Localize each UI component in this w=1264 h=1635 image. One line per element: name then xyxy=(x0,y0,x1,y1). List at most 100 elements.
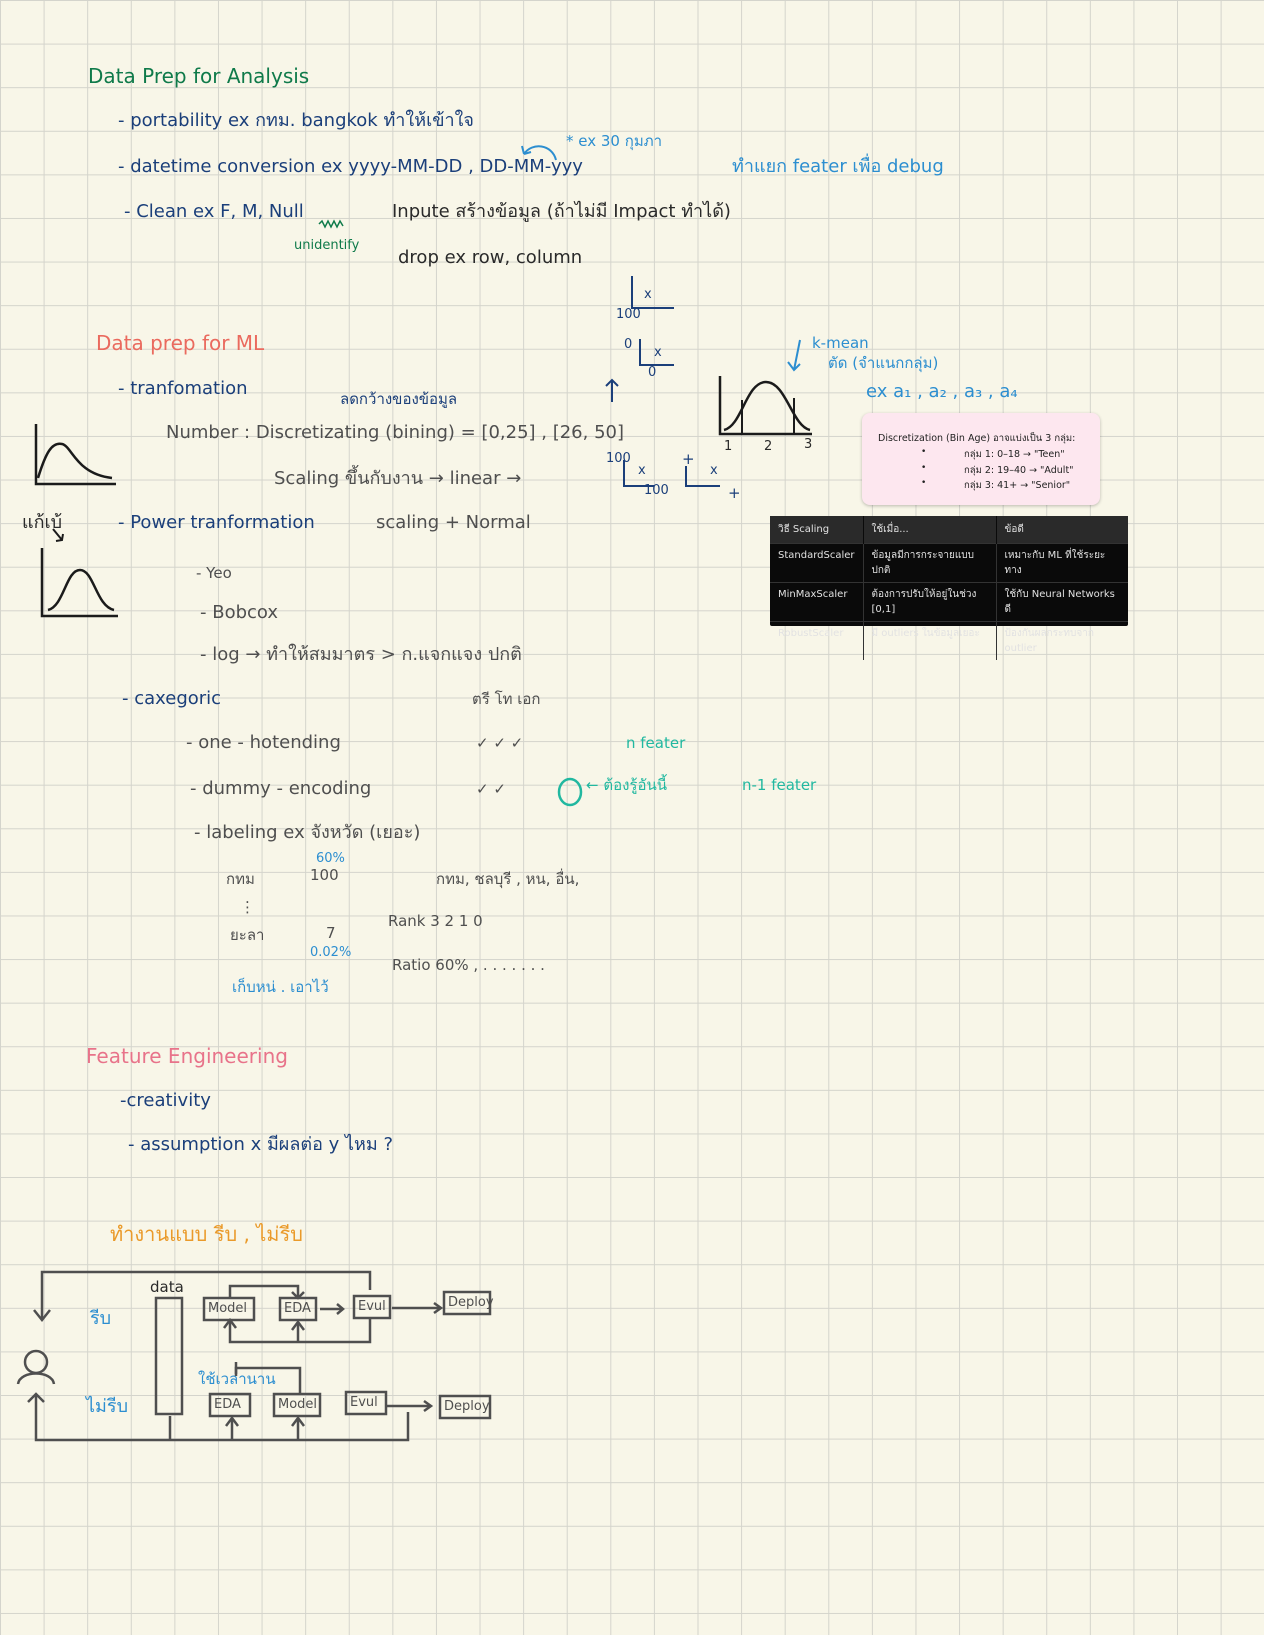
section-title-feature-engineering: Feature Engineering xyxy=(86,1044,288,1068)
onehot-checks: ✓ ✓ ✓ xyxy=(476,734,524,752)
box-deploy-row2: Deploy xyxy=(444,1399,490,1414)
axis-x-label-3: x xyxy=(638,463,646,478)
note-quantiles: ex a₁ , a₂ , a₃ , a₄ xyxy=(866,381,1018,402)
note-must-know: ← ต้องรู้อันนี้ xyxy=(586,776,667,794)
note-fix-skew: แก้เบ้ xyxy=(22,512,63,533)
box-model-row1: Model xyxy=(208,1301,248,1316)
note-yeo: - Yeo xyxy=(196,564,232,582)
section-title-ml: Data prep for ML xyxy=(96,331,265,355)
note-ratio: Ratio 60% , . . . . . . . xyxy=(392,956,545,974)
table-cell: ใช้กับ Neural Networks ดี xyxy=(996,582,1128,622)
empty-circle-icon xyxy=(557,777,583,807)
table-cell: RobustScaler xyxy=(770,621,864,660)
note-star-example: * ex 30 กุมภา xyxy=(566,132,663,150)
table-cell: ข้อมูลมีการกระจายแบบปกติ xyxy=(863,543,997,583)
table-header-row: วิธี Scaling ใช้เมื่อ... ข้อดี xyxy=(770,516,1128,544)
axis-0-label-2: 0 xyxy=(648,365,657,380)
note-datetime: - datetime conversion ex yyyy-MM-DD , DD… xyxy=(118,156,583,177)
box-deploy-row1: Deploy xyxy=(448,1295,494,1310)
axis-x-label: x xyxy=(644,287,652,302)
note-assumption: - assumption x มีผลต่อ y ไหม ? xyxy=(128,1134,394,1155)
note-val7: 7 xyxy=(326,924,336,942)
table-cell: StandardScaler xyxy=(770,543,864,583)
box-evul-row1: Evul xyxy=(358,1299,386,1314)
note-takes-long: ใช้เวลานาน xyxy=(198,1370,276,1388)
note-creativity: -creativity xyxy=(120,1090,211,1111)
scaling-methods-table: วิธี Scaling ใช้เมื่อ... ข้อดี StandardS… xyxy=(770,516,1128,660)
note-onehot: - one - hotending xyxy=(186,732,341,753)
list-item: กลุ่ม 2: 19–40 → "Adult" xyxy=(862,463,1100,479)
bin-tick-2: 2 xyxy=(764,439,773,454)
note-rank: Rank 3 2 1 0 xyxy=(388,912,483,930)
squiggle-underline-icon xyxy=(318,219,344,229)
curved-arrow-icon xyxy=(521,145,557,161)
label-rush: รีบ xyxy=(90,1308,112,1329)
note-boxcox: - Bobcox xyxy=(200,602,279,623)
note-reduce-width: ลดกว้างของข้อมูล xyxy=(340,390,458,408)
discretization-card-title: Discretization (Bin Age) อาจแบ่งเป็น 3 ก… xyxy=(878,433,1076,444)
note-portability: - portability ex กทม. bangkok ทำให้เข้าใ… xyxy=(118,110,474,131)
axis-100-label: 100 xyxy=(616,307,641,322)
note-yala: ยะลา xyxy=(230,926,265,944)
note-n1-feature: n-1 feater xyxy=(742,776,817,794)
note-keep-unit: เก็บหน่ . เอาไว้ xyxy=(232,978,329,996)
axis-x-label-4: x xyxy=(710,463,718,478)
section-title-workflow: ทำงานแบบ รีบ , ไม่รีบ xyxy=(110,1222,303,1246)
plus-mark-2: + xyxy=(728,484,741,502)
note-degrees: ตรี โท เอก xyxy=(472,690,541,708)
list-item: กลุ่ม 1: 0–18 → "Teen" xyxy=(862,447,1100,463)
scaling-axis-sketch-mid xyxy=(639,339,674,366)
table-cell: ป้องกันผลกระทบจาก outlier xyxy=(996,621,1128,660)
note-60pct: 60% xyxy=(316,851,345,866)
table-row: StandardScaler ข้อมูลมีการกระจายแบบปกติ … xyxy=(770,543,1128,583)
person-icon xyxy=(16,1349,56,1385)
table-row: RobustScaler มี outliers ในข้อมูลเยอะ ป้… xyxy=(770,621,1128,660)
table-row: MinMaxScaler ต้องการปรับให้อยู่ในช่วง [0… xyxy=(770,582,1128,622)
table-cell: ต้องการปรับให้อยู่ในช่วง [0,1] xyxy=(863,582,997,622)
table-header-method: วิธี Scaling xyxy=(770,516,864,544)
section-title-analysis: Data Prep for Analysis xyxy=(88,64,310,88)
note-separate-feature: ทำแยก feater เพื่อ debug xyxy=(732,156,944,177)
table-header-benefit: ข้อดี xyxy=(996,516,1128,544)
note-002pct: 0.02% xyxy=(310,945,352,960)
down-arrow-icon xyxy=(787,339,801,372)
note-transformation: - tranfomation xyxy=(118,378,248,399)
vertical-dots: ⋮ xyxy=(240,898,255,916)
note-power-transformation: - Power tranformation xyxy=(118,512,315,533)
note-bkk: กทม xyxy=(226,870,255,888)
note-provinces: กทม, ชลบุรี , หน, อื่น, xyxy=(436,870,580,888)
table-cell: เหมาะกับ ML ที่ใช้ระยะทาง xyxy=(996,543,1128,583)
table-cell: มี outliers ในข้อมูลเยอะ xyxy=(863,621,997,660)
note-val100: 100 xyxy=(310,866,339,884)
discretization-card: Discretization (Bin Age) อาจแบ่งเป็น 3 ก… xyxy=(862,413,1100,505)
table-header-when: ใช้เมื่อ... xyxy=(863,516,997,544)
label-no-rush: ไม่รีบ xyxy=(86,1396,129,1417)
axis-0-label: 0 xyxy=(624,337,633,352)
box-evul-row2: Evul xyxy=(350,1395,378,1410)
skewed-curve-sketch xyxy=(34,424,116,486)
binned-bell-curve-sketch xyxy=(718,376,812,436)
box-eda-row2: EDA xyxy=(214,1397,241,1412)
axis-100-label-3: 100 xyxy=(644,483,669,498)
note-scaling: Scaling ขึ้นกับงาน → linear → xyxy=(274,468,522,489)
box-model-row2: Model xyxy=(278,1397,318,1412)
note-n-feature: n feater xyxy=(626,734,686,752)
scaling-axis-sketch-linear xyxy=(623,460,720,487)
plus-mark: + xyxy=(682,450,695,468)
note-kmean-split: ตัด (จำแนกกลุ่ม) xyxy=(828,354,939,372)
note-impute: Inpute สร้างข้อมูล (ถ้าไม่มี Impact ทำได… xyxy=(392,201,731,222)
label-data: data xyxy=(150,1278,184,1296)
note-kmean: k-mean xyxy=(812,334,869,352)
note-categoric: - caxegoric xyxy=(122,688,222,709)
dummy-checks: ✓ ✓ xyxy=(476,780,506,798)
note-labeling: - labeling ex จังหวัด (เยอะ) xyxy=(194,822,421,843)
note-clean: - Clean ex F, M, Null xyxy=(124,201,304,222)
list-item: กลุ่ม 3: 41+ → "Senior" xyxy=(862,478,1100,494)
scaling-axis-sketch-top xyxy=(631,276,674,309)
note-dummy: - dummy - encoding xyxy=(190,778,372,799)
discretization-card-list: กลุ่ม 1: 0–18 → "Teen" กลุ่ม 2: 19–40 → … xyxy=(862,447,1100,494)
down-right-arrow-icon xyxy=(52,528,64,542)
up-arrow-icon xyxy=(605,378,619,402)
bin-tick-1: 1 xyxy=(724,439,733,454)
